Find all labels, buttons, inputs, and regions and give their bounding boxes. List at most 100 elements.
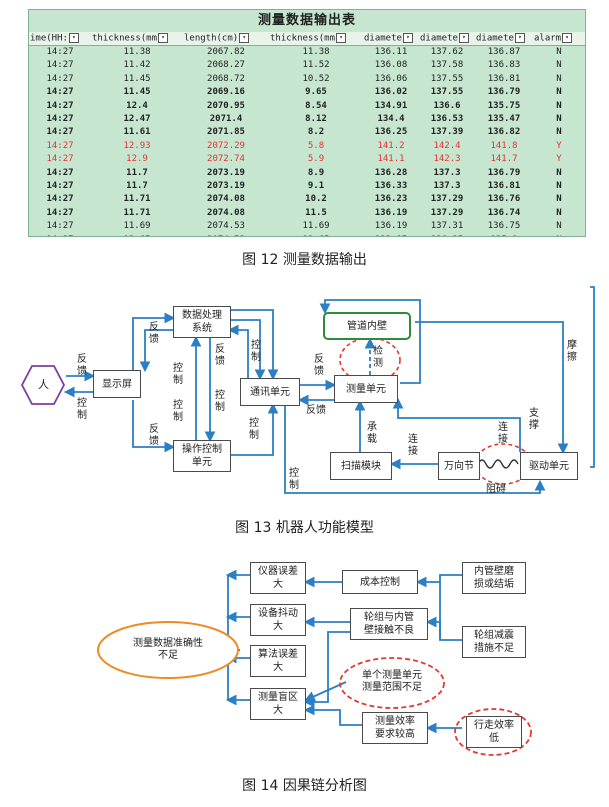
table-cell: 2069.16 — [207, 87, 245, 98]
table-cell: 10.52 — [302, 73, 330, 84]
fig13-arrows — [20, 286, 595, 494]
column-header[interactable]: diamete▾ — [363, 32, 419, 46]
label-feedback: 反 馈 — [314, 354, 324, 377]
table-cell: 11.45 — [123, 87, 151, 98]
column-header[interactable]: diamete▾ — [419, 32, 475, 46]
column-header[interactable]: diamete▾ — [475, 32, 533, 46]
filter-dropdown-icon[interactable]: ▾ — [458, 33, 469, 44]
table-cell: 135.1 — [475, 234, 533, 236]
table-cell: 11.61 — [123, 127, 151, 138]
table-cell: 2067.82 — [207, 47, 245, 57]
table-cell: N — [556, 100, 562, 111]
table-cell: 14:27 — [46, 60, 74, 71]
table-cell: 12.93 — [123, 140, 151, 151]
table-cell: N — [556, 207, 562, 218]
table-cell: 10.2 — [305, 194, 327, 205]
column-header[interactable]: length(cm)▾ — [183, 32, 269, 46]
label-control: 控 制 — [77, 398, 87, 421]
column-header[interactable]: ime(HH:▾ — [29, 32, 91, 46]
table-cell: 141.1 — [377, 154, 405, 165]
table-cell: 14:27 — [46, 154, 74, 165]
single-unit-range-node: 单个测量单元 测量范围不足 — [362, 670, 422, 693]
filter-dropdown-icon[interactable]: ▾ — [514, 33, 525, 44]
table-cell: 141.2 — [377, 140, 405, 151]
filter-dropdown-icon[interactable]: ▾ — [562, 33, 573, 44]
table-cell: 136.53 — [430, 114, 464, 125]
wheel-damping-node: 轮组减震 措施不足 — [462, 626, 526, 658]
column-header[interactable]: alarm▾ — [533, 32, 585, 46]
filter-dropdown-icon[interactable]: ▾ — [402, 33, 413, 44]
column-header[interactable]: thickness(mm▾ — [91, 32, 183, 46]
column-header-label: alarm — [534, 33, 562, 44]
table-cell: 134.91 — [374, 100, 408, 111]
table-cell: 137.29 — [430, 207, 464, 218]
table-cell: 9.1 — [307, 181, 325, 192]
filter-dropdown-icon[interactable]: ▾ — [68, 33, 79, 44]
label-feedback: 反 馈 — [149, 424, 159, 447]
table-cell: 11.5 — [305, 207, 327, 218]
filter-dropdown-icon[interactable]: ▾ — [336, 33, 347, 44]
instrument-error-node: 仪器误差 大 — [250, 562, 306, 594]
table-cell: 142.4 — [433, 140, 461, 151]
label-feedback: 反 馈 — [149, 322, 159, 345]
table-cell: 136.82 — [487, 127, 521, 138]
person-label: 人 — [38, 378, 49, 391]
table-cell: 8.2 — [307, 127, 325, 138]
table-cell: 12.65 — [91, 234, 183, 236]
data-processing-node: 数据处理 系统 — [173, 306, 231, 338]
table-cell: 8.9 — [307, 167, 325, 178]
table-cell: 14:27 — [46, 221, 74, 232]
column-header[interactable]: thickness(mm▾ — [269, 32, 363, 46]
table-cell: 14:27 — [46, 207, 74, 218]
measurement-node: 测量单元 — [334, 375, 398, 403]
table-cell: 2072.29 — [207, 140, 245, 151]
filter-dropdown-icon[interactable]: ▾ — [239, 33, 250, 44]
table-cell: 12.47 — [123, 114, 151, 125]
table-cell: 11.71 — [123, 207, 151, 218]
table-cell: 2068.27 — [207, 60, 245, 71]
table-cell: Y — [556, 154, 562, 165]
label-control: 控 制 — [173, 363, 183, 386]
table-cell: 11.52 — [302, 60, 330, 71]
table-cell: 14:27 — [46, 100, 74, 111]
column-header-label: thickness(mm — [270, 33, 336, 44]
column-header-label: diamete — [364, 33, 402, 44]
table-cell: 2073.19 — [207, 181, 245, 192]
column-header-label: thickness(mm — [92, 33, 158, 44]
table-cell: 2074.53 — [183, 234, 269, 236]
table-cell: 136.75 — [487, 221, 521, 232]
table-cell: 137.55 — [430, 87, 464, 98]
label-friction: 摩 擦 — [567, 340, 577, 363]
inner-wall-wear-node: 内管壁磨 损或结垢 — [462, 562, 526, 594]
label-control: 控 制 — [173, 400, 183, 423]
table-cell: 2074.53 — [207, 221, 245, 232]
label-control: 控 制 — [215, 390, 225, 413]
label-control: 控 制 — [249, 418, 259, 441]
fig14-caption: 图 14 因果链分析图 — [242, 778, 367, 794]
table-cell: N — [556, 167, 562, 178]
table-cell: 137.3 — [433, 167, 461, 178]
table-cell: 136.06 — [374, 73, 408, 84]
efficiency-requirement-node: 测量效率 要求较高 — [362, 712, 428, 744]
table-cell: 136.19 — [374, 221, 408, 232]
blind-zone-node: 测量盲区 大 — [250, 688, 306, 720]
table-cell: 136.28 — [374, 167, 408, 178]
table-cell: 136.81 — [487, 181, 521, 192]
table-cell: 137.58 — [430, 60, 464, 71]
table-cell: 137.3 — [433, 181, 461, 192]
table-cell: 141.7 — [490, 154, 518, 165]
label-connect: 连 接 — [498, 422, 508, 445]
filter-dropdown-icon[interactable]: ▾ — [158, 33, 169, 44]
table-cell: 136.74 — [487, 207, 521, 218]
